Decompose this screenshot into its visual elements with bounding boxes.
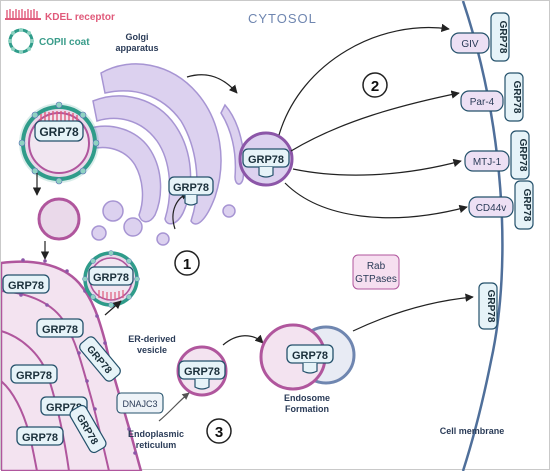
grp78-vertical-cd44v: GRP78 bbox=[514, 180, 534, 230]
arrow-er-to-vesicle bbox=[104, 300, 122, 316]
partner-cd44v: CD44v bbox=[468, 196, 514, 218]
partner-mtj1: MTJ-1 bbox=[464, 150, 510, 172]
svg-text:GRP78: GRP78 bbox=[248, 154, 284, 166]
svg-text:GRP78: GRP78 bbox=[93, 272, 129, 284]
arrow-to-mtj1 bbox=[292, 158, 462, 176]
svg-text:GRP78: GRP78 bbox=[521, 189, 532, 222]
svg-text:GRP78: GRP78 bbox=[39, 125, 79, 139]
svg-text:GRP78: GRP78 bbox=[292, 350, 328, 362]
arrow-endosome-to-membrane bbox=[352, 293, 474, 332]
rab-gtpases-box: Rab GTPases bbox=[352, 254, 400, 290]
svg-text:CD44v: CD44v bbox=[476, 203, 507, 214]
grp78-vertical-par4: GRP78 bbox=[504, 72, 524, 122]
step-3-badge: 3 bbox=[206, 418, 232, 444]
svg-text:Rab: Rab bbox=[367, 261, 386, 272]
grp78-tag-er-1: GRP78 bbox=[2, 274, 50, 294]
svg-text:GIV: GIV bbox=[461, 39, 479, 50]
grp78-tag-golgi: GRP78 bbox=[168, 176, 214, 206]
er-vesicle-label-line2: vesicle bbox=[137, 345, 167, 355]
endoplasmic-reticulum bbox=[1, 258, 143, 471]
svg-text:3: 3 bbox=[215, 424, 223, 441]
cell-membrane-label: Cell membrane bbox=[440, 426, 505, 436]
grp78-tag-middle-vesicle: GRP78 bbox=[88, 266, 134, 286]
grp78-tag-er-vesicle: GRP78 bbox=[178, 360, 226, 390]
grp78-tag-er-4: GRP78 bbox=[10, 364, 58, 384]
arrow-golgi-to-vesicle bbox=[186, 74, 238, 94]
svg-text:GRP78: GRP78 bbox=[497, 21, 508, 54]
svg-text:GRP78: GRP78 bbox=[22, 432, 58, 444]
svg-text:GRP78: GRP78 bbox=[42, 324, 78, 336]
step-2-badge: 2 bbox=[362, 72, 388, 98]
er-label-line2: reticulum bbox=[136, 440, 177, 450]
golgi-label-line2: apparatus bbox=[115, 43, 158, 53]
arrow-to-giv bbox=[278, 23, 450, 136]
copii-vesicle bbox=[18, 101, 100, 185]
endosome-label-line1: Endosome bbox=[284, 393, 330, 403]
partner-giv: GIV bbox=[450, 32, 490, 54]
arrow-vesicle-to-endosome bbox=[222, 334, 264, 346]
grp78-tag-endosome: GRP78 bbox=[286, 344, 334, 374]
grp78-vertical-giv: GRP78 bbox=[490, 12, 510, 62]
svg-text:GRP78: GRP78 bbox=[511, 81, 522, 114]
svg-text:GRP78: GRP78 bbox=[517, 139, 528, 172]
grp78-vertical-membrane: GRP78 bbox=[478, 282, 498, 330]
grp78-vertical-mtj1: GRP78 bbox=[510, 130, 530, 180]
svg-text:GRP78: GRP78 bbox=[485, 290, 496, 323]
svg-text:2: 2 bbox=[371, 78, 379, 95]
grp78-tag-er-7: GRP78 bbox=[16, 426, 64, 446]
svg-text:GRP78: GRP78 bbox=[184, 366, 220, 378]
legend-copii-label: COPII coat bbox=[39, 37, 90, 48]
arrow-dnajc3-to-vesicle bbox=[158, 392, 190, 422]
grp78-tag-central: GRP78 bbox=[242, 148, 290, 178]
svg-text:GRP78: GRP78 bbox=[16, 370, 52, 382]
svg-text:1: 1 bbox=[183, 256, 191, 273]
dnajc3-box: DNAJC3 bbox=[116, 392, 164, 414]
er-vesicle-label-line1: ER-derived bbox=[128, 334, 176, 344]
svg-text:GRP78: GRP78 bbox=[173, 182, 209, 194]
svg-text:Par-4: Par-4 bbox=[470, 97, 495, 108]
small-vesicle bbox=[37, 197, 81, 241]
legend-kdel-label: KDEL receptor bbox=[45, 12, 115, 23]
golgi-label-line1: Golgi bbox=[126, 32, 149, 42]
svg-text:GRP78: GRP78 bbox=[8, 280, 44, 292]
arrow-to-par4 bbox=[290, 90, 460, 152]
step-1-badge: 1 bbox=[174, 250, 200, 276]
grp78-tag-copii-vesicle: GRP78 bbox=[34, 120, 84, 142]
partner-par4: Par-4 bbox=[460, 90, 504, 112]
golgi-apparatus bbox=[86, 63, 245, 246]
svg-text:GTPases: GTPases bbox=[355, 274, 397, 285]
grp78-tag-er-2: GRP78 bbox=[36, 318, 84, 338]
legend-kdel-receptor-icon bbox=[5, 9, 41, 20]
svg-text:DNAJC3: DNAJC3 bbox=[122, 399, 157, 409]
arrow-to-cd44v bbox=[284, 182, 468, 219]
er-label-line1: Endoplasmic bbox=[128, 429, 184, 439]
svg-text:MTJ-1: MTJ-1 bbox=[473, 157, 502, 168]
endosome-label-line2: Formation bbox=[285, 404, 329, 414]
legend-copii-coat-icon bbox=[8, 28, 34, 54]
cell-membrane-line bbox=[461, 1, 504, 471]
cytosol-label: CYTOSOL bbox=[248, 11, 317, 26]
